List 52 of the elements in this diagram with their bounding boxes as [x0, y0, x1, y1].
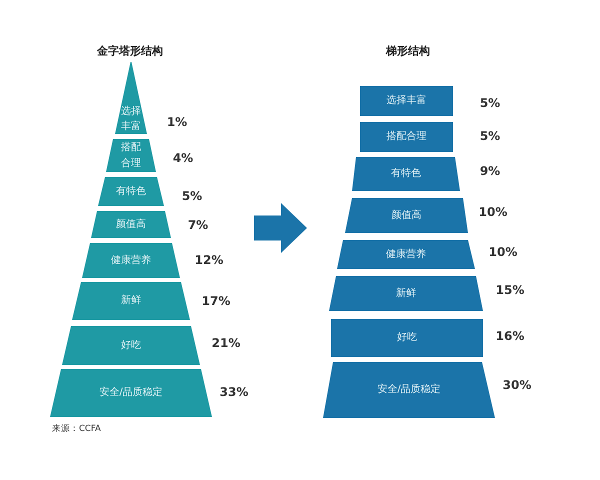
percentage-label: 5%	[480, 128, 500, 144]
tier-label: 安全/品质稳定	[99, 386, 163, 400]
percentage-label: 4%	[172, 150, 194, 166]
trapezoid-tier	[337, 240, 475, 269]
pyramid-tier	[98, 177, 164, 206]
percentage-label: 7%	[188, 218, 208, 232]
tier-label: 搭配合理	[386, 130, 426, 144]
tier-label: 安全/品质稳定	[377, 382, 441, 398]
source-note: 来源：CCFA	[52, 424, 101, 434]
arrow	[254, 203, 307, 253]
tier-label: 健康营养	[111, 254, 151, 268]
percentage-label: 1%	[166, 114, 188, 130]
tier-label: 好吃	[397, 331, 417, 346]
percentage-label: 17%	[202, 294, 230, 308]
percentage-label: 33%	[220, 384, 248, 400]
trapezoid-tier	[345, 198, 468, 233]
tier-label: 好吃	[121, 338, 141, 353]
pyramid-tier	[91, 211, 171, 238]
tier-label: 颜值高	[392, 208, 422, 223]
percentage-label: 21%	[212, 336, 240, 350]
trapezoid-tier	[329, 276, 483, 311]
tier-label: 有特色	[391, 166, 421, 182]
percentage-label: 30%	[502, 378, 532, 392]
tier-label: 新鲜	[121, 294, 141, 308]
tier-label: 颜值高	[116, 218, 146, 232]
trapezoid-tier	[331, 319, 483, 357]
percentage-label: 10%	[488, 244, 518, 260]
pyramid-tier	[106, 139, 156, 172]
tier-label: 搭配合理	[120, 140, 142, 170]
tier-label: 有特色	[116, 184, 146, 199]
trapezoid-tier	[323, 362, 495, 418]
tier-label: 选择丰富	[120, 104, 142, 134]
percentage-label: 9%	[480, 164, 500, 178]
tier-label: 健康营养	[386, 248, 426, 262]
pyramid-tier	[72, 282, 190, 320]
trapezoid-tier	[360, 86, 453, 116]
percentage-label: 5%	[480, 96, 500, 110]
pyramid-tier	[62, 326, 200, 365]
percentage-label: 12%	[194, 252, 224, 268]
pyramid-tier	[82, 243, 180, 278]
group-label: 梯形结构	[386, 44, 430, 58]
group-label: 金字塔形结构	[97, 44, 163, 58]
pyramid-tier	[50, 369, 212, 417]
tier-label: 新鲜	[396, 286, 416, 301]
percentage-label: 5%	[182, 188, 202, 204]
trapezoid-tier	[360, 122, 453, 152]
percentage-label: 15%	[496, 282, 524, 298]
trapezoid-tier	[352, 157, 460, 191]
pyramid-tier	[115, 62, 147, 134]
percentage-label: 10%	[478, 204, 508, 220]
tier-label: 选择丰富	[386, 94, 426, 108]
percentage-label: 16%	[496, 328, 524, 344]
